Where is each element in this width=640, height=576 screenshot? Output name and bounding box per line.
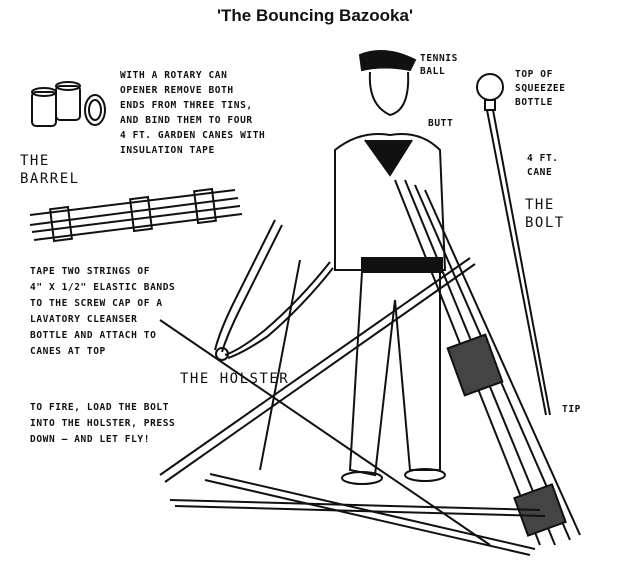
text-line: BOTTLE	[515, 97, 553, 108]
page-title: 'The Bouncing Bazooka'	[216, 6, 414, 25]
barrel-drawing	[29, 187, 243, 243]
tins-drawing	[31, 81, 106, 127]
text-line: TO THE SCREW CAP OF A	[30, 298, 163, 309]
holster-drawing	[214, 219, 334, 361]
bolt-drawing	[476, 73, 551, 416]
holster-instructions: TAPE TWO STRINGS OF 4" x 1/2" ELASTIC BA…	[30, 264, 175, 360]
text-line: SQUEEZEE	[515, 83, 566, 94]
text-line: LAVATORY CLEANSER	[30, 314, 138, 325]
text-line: BALL	[420, 66, 446, 77]
text-line: THE	[525, 197, 555, 213]
fire-instructions: TO FIRE, LOAD THE BOLT INTO THE HOLSTER,…	[30, 400, 175, 448]
text-line: INTO THE HOLSTER, PRESS	[30, 418, 176, 429]
tennis-ball-label: TENNIS BALL	[420, 52, 458, 78]
boy-figure	[334, 50, 447, 485]
text-line: CANES AT TOP	[30, 346, 106, 357]
butt-label: BUTT	[428, 118, 454, 129]
text-line: TAPE TWO STRINGS OF	[30, 266, 151, 277]
text-line: 4" x 1/2" ELASTIC BANDS	[30, 282, 176, 293]
text-line: AND BIND THEM TO FOUR	[120, 115, 253, 126]
text-line: TOP OF	[515, 69, 553, 80]
text-line: CANE	[527, 167, 553, 178]
text-line: 4 FT.	[527, 153, 559, 164]
text-line: DOWN — AND LET FLY!	[30, 434, 151, 445]
bazooka-drawing	[394, 179, 581, 546]
text-line: ENDS FROM THREE TINS,	[120, 100, 253, 111]
text-line: TO FIRE, LOAD THE BOLT	[30, 402, 170, 413]
tip-label: TIP	[562, 404, 581, 415]
text-line: TENNIS	[420, 53, 458, 64]
tripod-canes	[159, 257, 546, 556]
barrel-instructions: WITH A ROTARY CAN OPENER REMOVE BOTH END…	[120, 68, 265, 158]
text-line: OPENER REMOVE BOTH	[120, 85, 234, 96]
text-line: BARREL	[20, 171, 80, 187]
text-line: THE	[20, 153, 50, 169]
text-line: INSULATION TAPE	[120, 145, 215, 156]
top-of-bottle-label: TOP OF SQUEEZEE BOTTLE	[515, 68, 566, 110]
barrel-label: THE BARREL	[20, 152, 80, 188]
text-line: WITH A ROTARY CAN	[120, 70, 228, 81]
holster-label: THE HOLSTER	[180, 371, 290, 387]
text-line: BOLT	[525, 215, 565, 231]
bolt-label: THE BOLT	[525, 196, 565, 232]
text-line: 4 FT. GARDEN CANES WITH	[120, 130, 266, 141]
text-line: BOTTLE AND ATTACH TO	[30, 330, 157, 341]
cane-label: 4 FT. CANE	[527, 152, 559, 180]
